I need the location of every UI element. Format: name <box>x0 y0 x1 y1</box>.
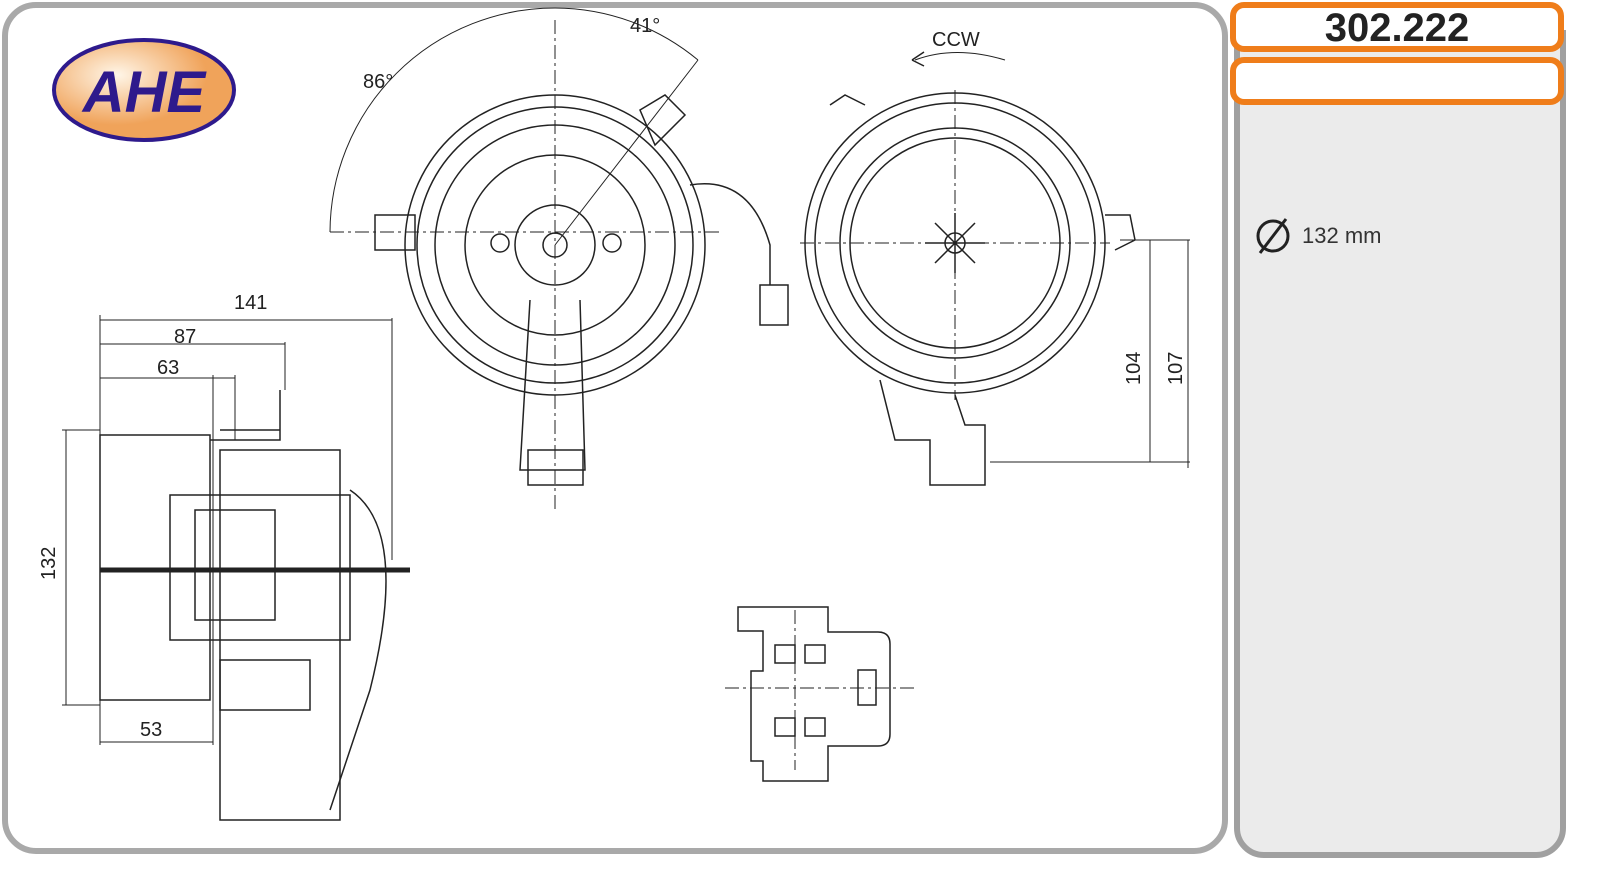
angle-86-label: 86° <box>363 71 393 93</box>
dim-53: 53 <box>140 719 162 741</box>
part-number: 302.222 <box>1230 2 1564 52</box>
spec-panel <box>1234 30 1566 858</box>
ahe-logo: AHE <box>52 38 236 142</box>
diameter-icon <box>1256 218 1290 254</box>
connector-view <box>725 606 915 782</box>
rotation-label: CCW <box>932 29 980 51</box>
diameter-value: 132 mm <box>1302 223 1382 248</box>
svg-text:AHE: AHE <box>81 60 208 125</box>
dim-87: 87 <box>174 326 196 348</box>
dim-104: 104 <box>1123 352 1145 385</box>
drawing-frame <box>2 2 1228 854</box>
dim-107: 107 <box>1165 352 1187 385</box>
dim-132: 132 <box>38 547 60 580</box>
rear-view <box>800 51 1190 486</box>
side-view <box>62 315 410 821</box>
diameter-spec: 132 mm <box>1254 216 1381 256</box>
front-view <box>329 7 789 510</box>
technical-drawing: AHE <box>38 7 1190 821</box>
part-description <box>1230 57 1564 105</box>
dim-63: 63 <box>157 357 179 379</box>
dim-141: 141 <box>234 292 267 314</box>
angle-41-label: 41° <box>630 15 660 37</box>
